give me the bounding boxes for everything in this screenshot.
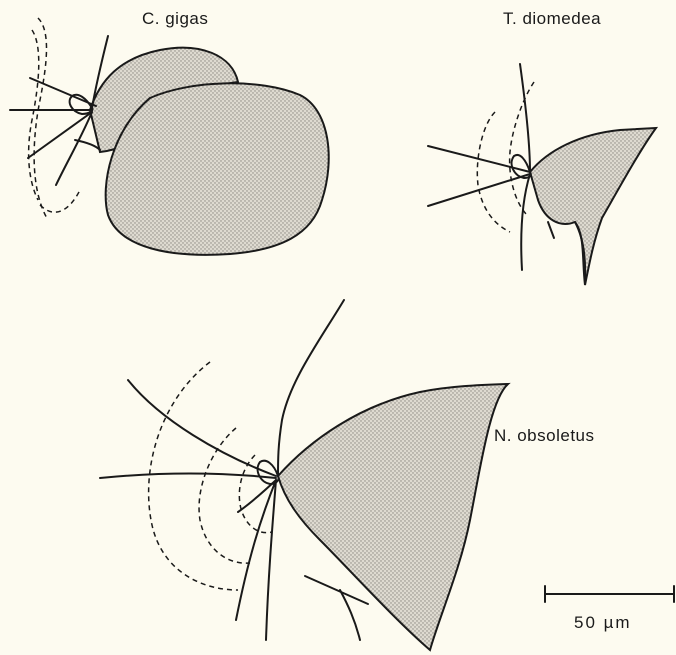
c-gigas-loop: [70, 95, 93, 114]
n-obsoletus-appendage-2: [128, 380, 276, 476]
t-diomedea-appendage-1: [428, 146, 530, 172]
t-diomedea-dashed-outer: [477, 112, 510, 232]
t-diomedea-diagram: [428, 64, 656, 285]
c-gigas-dashed-outline-outer: [34, 18, 48, 220]
n-obsoletus-dashed-inner: [239, 455, 272, 533]
species-label-c-gigas: C. gigas: [142, 9, 208, 29]
c-gigas-diagram: [10, 18, 329, 255]
scale-bar-label: 50 µm: [574, 613, 632, 633]
t-diomedea-appendage-5: [548, 222, 554, 238]
c-gigas-dashed-foot: [40, 190, 80, 212]
t-diomedea-dashed-inner: [510, 82, 534, 214]
n-obsoletus-diagram: [100, 300, 508, 650]
n-obsoletus-appendage-8: [340, 590, 360, 640]
n-obsoletus-cell: [278, 384, 508, 650]
c-gigas-appendage-6: [75, 140, 100, 150]
species-label-t-diomedea: T. diomedea: [503, 9, 601, 29]
t-diomedea-cell: [530, 128, 656, 285]
n-obsoletus-dashed-middle: [199, 428, 250, 563]
scale-bar: [545, 586, 674, 602]
n-obsoletus-appendage-1: [100, 474, 276, 479]
t-diomedea-appendage-2: [428, 174, 530, 206]
c-gigas-cell-front: [106, 83, 329, 255]
c-gigas-appendage-5: [56, 112, 92, 185]
c-gigas-appendage-2: [30, 78, 96, 106]
n-obsoletus-dashed-outer: [149, 362, 238, 590]
species-label-n-obsoletus: N. obsoletus: [494, 426, 595, 446]
t-diomedea-appendage-4: [521, 174, 530, 270]
